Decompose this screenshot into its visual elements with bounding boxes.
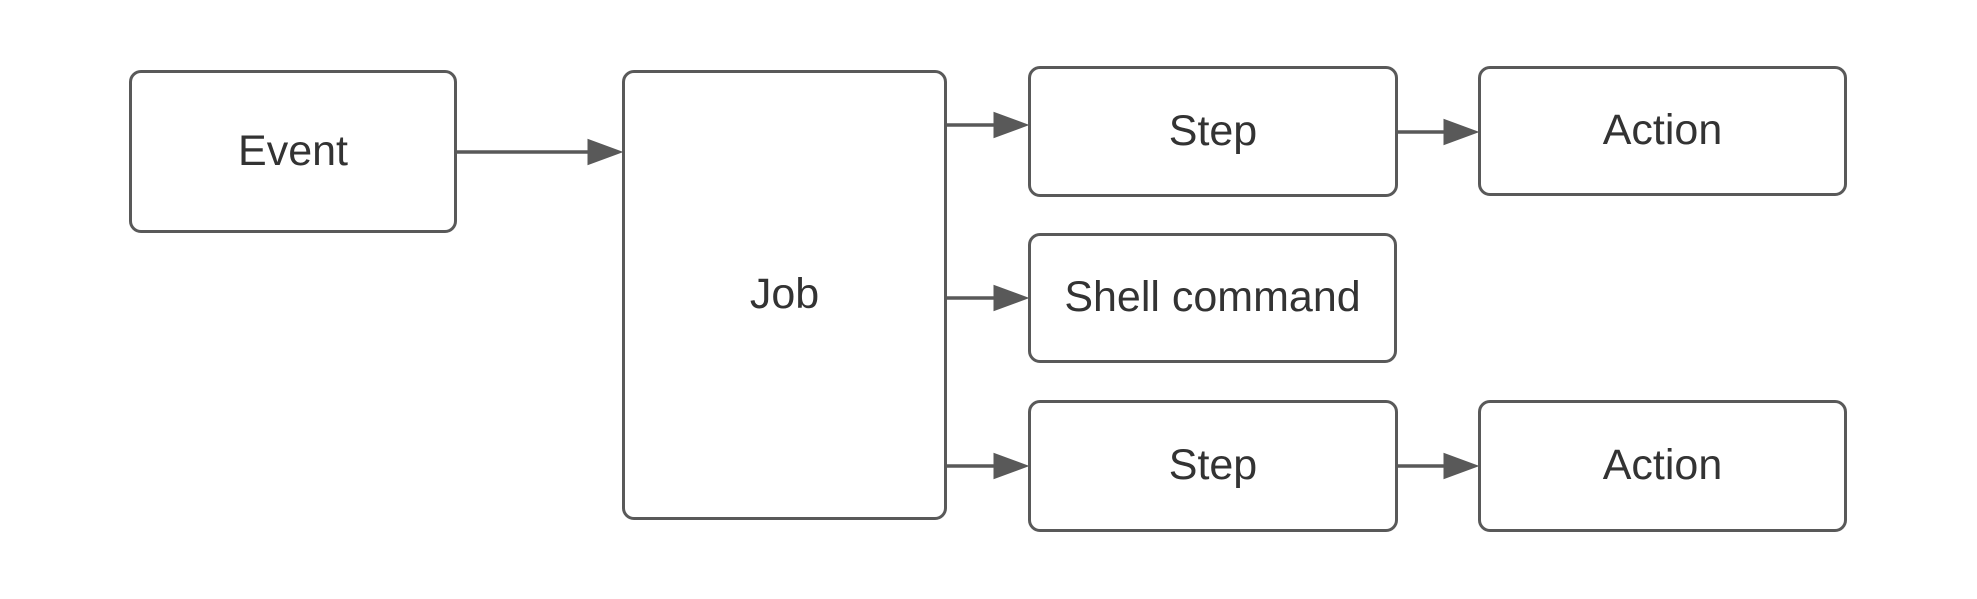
- node-action-bottom-label: Action: [1602, 441, 1723, 490]
- node-shell-command-label: Shell command: [1064, 273, 1361, 322]
- node-event: Event: [129, 70, 457, 233]
- arrow-job-to-shell-command: [947, 284, 1030, 312]
- node-step-top: Step: [1028, 66, 1398, 197]
- node-event-label: Event: [238, 126, 348, 175]
- node-shell-command: Shell command: [1028, 233, 1397, 363]
- node-action-top-label: Action: [1602, 106, 1723, 155]
- arrow-step-bottom-to-action-bottom: [1398, 452, 1480, 480]
- arrow-step-top-to-action-top: [1398, 118, 1480, 146]
- node-step-bottom: Step: [1028, 400, 1398, 532]
- arrow-event-to-job: [457, 138, 624, 166]
- arrow-job-to-step-bottom: [947, 452, 1030, 480]
- node-step-bottom-label: Step: [1168, 441, 1258, 490]
- node-job-label: Job: [749, 270, 820, 319]
- node-action-top: Action: [1478, 66, 1847, 196]
- node-action-bottom: Action: [1478, 400, 1847, 532]
- node-job: Job: [622, 70, 947, 520]
- arrow-job-to-step-top: [947, 111, 1030, 139]
- node-step-top-label: Step: [1168, 106, 1258, 155]
